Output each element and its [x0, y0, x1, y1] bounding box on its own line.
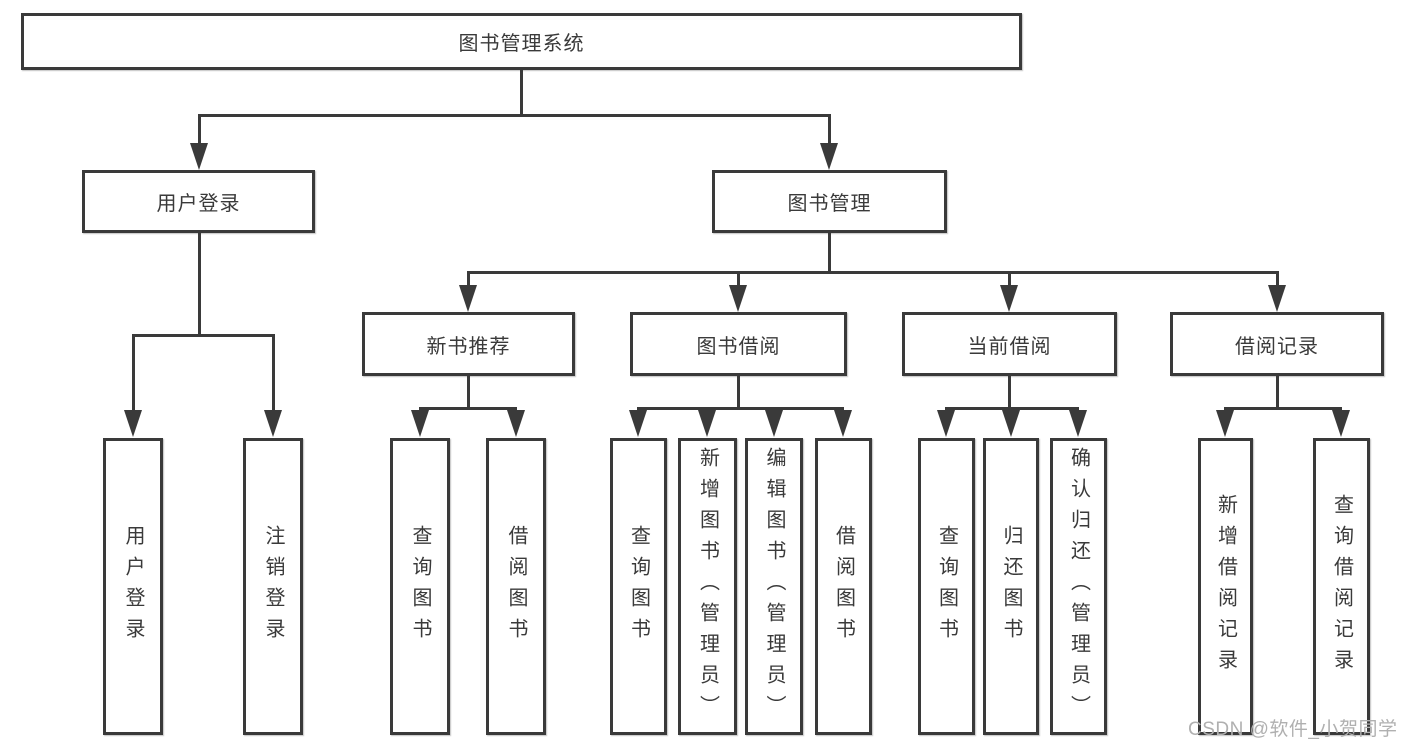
leaf-logout-label: 注销登录	[262, 524, 284, 649]
arrowhead-down-icon	[1216, 410, 1234, 437]
arrowhead-down-icon	[629, 410, 647, 437]
node-root: 图书管理系统	[21, 13, 1022, 70]
node-user-login: 用户登录	[82, 170, 315, 233]
connector-line	[1276, 271, 1279, 288]
leaf-records-add-record: 新增借阅记录	[1198, 438, 1253, 735]
node-book-borrow: 图书借阅	[630, 312, 847, 376]
connector-line	[828, 114, 831, 146]
arrowhead-down-icon	[834, 410, 852, 437]
arrowhead-down-icon	[507, 410, 525, 437]
connector-line	[467, 376, 470, 410]
connector-line	[132, 334, 135, 412]
node-new-book-recommend: 新书推荐	[362, 312, 575, 376]
arrowhead-down-icon	[124, 410, 142, 437]
leaf-logout: 注销登录	[243, 438, 303, 735]
leaf-borrow-edit-books-admin-label: 编辑图书（管理员）	[763, 447, 785, 726]
connector-line	[828, 233, 831, 274]
leaf-user-login: 用户登录	[103, 438, 163, 735]
leaf-recommend-query-books-label: 查询图书	[409, 524, 431, 649]
connector-line	[1008, 376, 1011, 410]
leaf-records-add-record-label: 新增借阅记录	[1214, 493, 1237, 680]
node-book-borrow-label: 图书借阅	[696, 335, 781, 358]
node-current-borrow: 当前借阅	[902, 312, 1117, 376]
leaf-borrow-edit-books-admin: 编辑图书（管理员）	[745, 438, 803, 735]
arrowhead-down-icon	[937, 410, 955, 437]
arrowhead-down-icon	[1069, 410, 1087, 437]
connector-line	[198, 114, 831, 117]
arrowhead-down-icon	[765, 410, 783, 437]
leaf-current-query-books: 查询图书	[918, 438, 975, 735]
leaf-current-return-books-label: 归还图书	[1000, 524, 1022, 649]
connector-line	[737, 376, 740, 410]
connector-line	[198, 233, 201, 336]
connector-line	[1276, 376, 1279, 410]
connector-line	[198, 114, 201, 146]
leaf-current-return-books: 归还图书	[983, 438, 1039, 735]
connector-line	[1224, 407, 1342, 410]
arrowhead-down-icon	[1332, 410, 1350, 437]
leaf-borrow-borrow-books: 借阅图书	[815, 438, 872, 735]
leaf-records-query-record: 查询借阅记录	[1313, 438, 1370, 735]
leaf-borrow-query-books: 查询图书	[610, 438, 667, 735]
connector-line	[520, 70, 523, 116]
leaf-current-confirm-return-admin: 确认归还（管理员）	[1050, 438, 1107, 735]
leaf-current-confirm-return-admin-label: 确认归还（管理员）	[1067, 447, 1090, 726]
arrowhead-down-icon	[729, 285, 747, 312]
connector-line	[132, 334, 275, 337]
connector-line	[419, 407, 517, 410]
leaf-borrow-borrow-books-label: 借阅图书	[832, 524, 855, 649]
connector-line	[467, 271, 470, 288]
csdn-watermark: CSDN @软件_小贺同学	[1188, 719, 1398, 740]
arrowhead-down-icon	[698, 410, 716, 437]
arrowhead-down-icon	[1000, 285, 1018, 312]
arrowhead-down-icon	[190, 143, 208, 170]
arrowhead-down-icon	[411, 410, 429, 437]
node-borrow-records: 借阅记录	[1170, 312, 1384, 376]
connector-line	[1008, 271, 1011, 288]
leaf-recommend-query-books: 查询图书	[390, 438, 450, 735]
node-root-label: 图书管理系统	[458, 33, 585, 55]
leaf-borrow-add-books-admin-label: 新增图书（管理员）	[696, 447, 719, 726]
leaf-recommend-borrow-books: 借阅图书	[486, 438, 546, 735]
arrowhead-down-icon	[459, 285, 477, 312]
arrowhead-down-icon	[1002, 410, 1020, 437]
arrowhead-down-icon	[820, 143, 838, 170]
leaf-user-login-label: 用户登录	[122, 524, 144, 649]
node-new-book-recommend-label: 新书推荐	[426, 335, 511, 358]
leaf-recommend-borrow-books-label: 借阅图书	[505, 524, 527, 649]
connector-line	[945, 407, 1079, 410]
node-borrow-records-label: 借阅记录	[1235, 335, 1319, 358]
leaf-current-query-books-label: 查询图书	[935, 524, 958, 649]
node-current-borrow-label: 当前借阅	[967, 335, 1052, 358]
connector-line	[637, 407, 844, 410]
node-book-management-label: 图书管理	[787, 193, 872, 215]
connector-line	[737, 271, 740, 288]
node-book-management: 图书管理	[712, 170, 947, 233]
connector-line	[272, 334, 275, 412]
connector-line	[467, 271, 1279, 274]
leaf-borrow-add-books-admin: 新增图书（管理员）	[678, 438, 737, 735]
leaf-borrow-query-books-label: 查询图书	[627, 524, 650, 649]
arrowhead-down-icon	[264, 410, 282, 437]
node-user-login-label: 用户登录	[156, 193, 241, 215]
arrowhead-down-icon	[1268, 285, 1286, 312]
leaf-records-query-record-label: 查询借阅记录	[1330, 493, 1353, 680]
